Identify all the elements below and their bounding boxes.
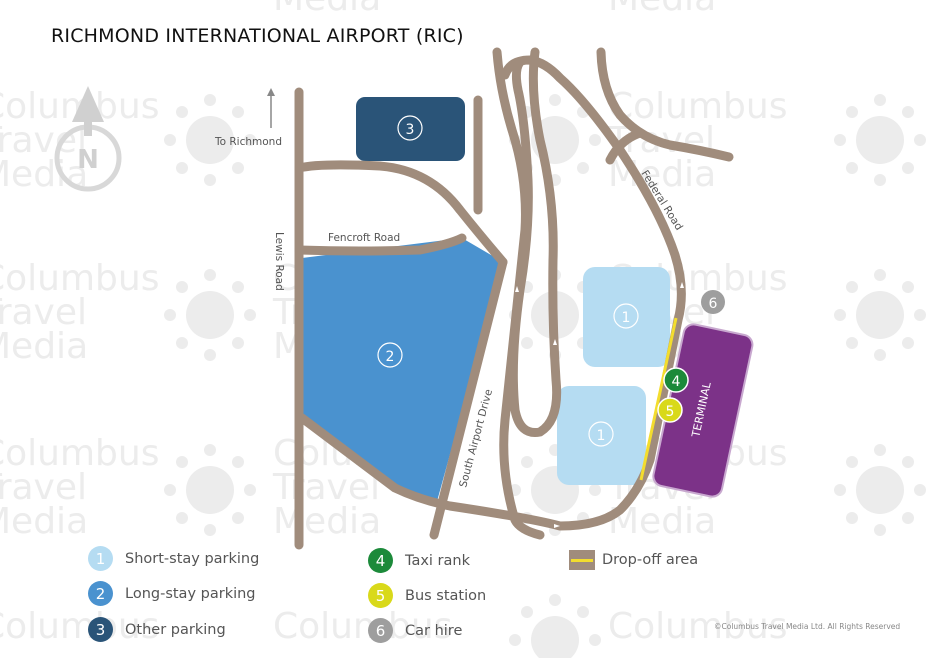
svg-text:2: 2 — [386, 349, 395, 365]
legend-dot-5: 5 — [368, 583, 393, 608]
svg-text:5: 5 — [666, 404, 675, 420]
svg-text:Media: Media — [0, 154, 88, 195]
bus-station-marker: 5 — [657, 397, 683, 423]
svg-text:1: 1 — [597, 428, 606, 444]
one-way-arrow-icons — [515, 88, 684, 528]
legend-label: Taxi rank — [405, 552, 470, 569]
up-arrow-icon — [267, 88, 275, 128]
svg-text:6: 6 — [709, 296, 718, 312]
svg-text:1: 1 — [622, 310, 631, 326]
map-title: RICHMOND INTERNATIONAL AIRPORT (RIC) — [51, 25, 464, 47]
legend-label: Bus station — [405, 587, 487, 604]
legend-dot-2: 2 — [88, 581, 113, 606]
taxi-rank-marker: 4 — [663, 367, 689, 393]
legend-dot-3: 3 — [88, 617, 113, 642]
legend-item-other-parking: 3 Other parking — [88, 617, 226, 642]
legend-label: Drop-off area — [602, 552, 699, 568]
svg-text:Travel: Travel — [0, 467, 87, 508]
fencroft-road-label: Fencroft Road — [328, 232, 400, 244]
svg-text:Media: Media — [608, 0, 716, 19]
short-stay-parking-area-north — [583, 267, 670, 367]
svg-text:Columbus: Columbus — [0, 258, 159, 299]
legend-dot-6: 6 — [368, 618, 393, 643]
car-hire-marker: 6 — [701, 290, 725, 314]
svg-text:3: 3 — [406, 122, 415, 138]
legend-item-drop-off: Drop-off area — [569, 550, 698, 570]
copyright-notice: ©Columbus Travel Media Ltd. All Rights R… — [714, 622, 901, 631]
to-richmond-label: To Richmond — [214, 136, 282, 148]
drop-off-swatch-icon — [569, 550, 595, 570]
legend-label: Long-stay parking — [125, 585, 256, 602]
svg-text:4: 4 — [672, 374, 681, 390]
svg-text:Columbus: Columbus — [608, 606, 787, 647]
svg-text:Columbus: Columbus — [273, 606, 452, 647]
road-network — [294, 47, 734, 550]
drop-off-area-line — [639, 317, 678, 481]
legend-item-short-stay: 1 Short-stay parking — [88, 546, 259, 571]
legend-dot-1: 1 — [88, 546, 113, 571]
svg-text:Travel: Travel — [0, 120, 87, 161]
parking-2-marker: 2 — [377, 342, 403, 368]
legend-item-car-hire: 6 Car hire — [368, 618, 462, 643]
long-stay-parking-area — [302, 238, 503, 505]
compass-n-label: N — [77, 145, 99, 175]
svg-text:Travel: Travel — [272, 467, 380, 508]
other-parking-area — [356, 97, 465, 161]
parking-1-marker-north: 1 — [613, 303, 639, 329]
svg-text:Media: Media — [273, 0, 381, 19]
legend-label: Short-stay parking — [125, 550, 260, 567]
svg-text:Media: Media — [0, 326, 88, 367]
legend-dot-4: 4 — [368, 548, 393, 573]
svg-text:Columbus: Columbus — [0, 433, 159, 474]
legend-item-long-stay: 2 Long-stay parking — [88, 581, 256, 606]
lewis-road-label: Lewis Road — [273, 232, 285, 291]
svg-text:Media: Media — [273, 501, 381, 542]
parking-1-marker-south: 1 — [588, 421, 614, 447]
parking-3-marker: 3 — [397, 115, 423, 141]
legend-label: Car hire — [405, 622, 463, 639]
legend-item-taxi-rank: 4 Taxi rank — [368, 548, 470, 573]
svg-text:Columbus: Columbus — [608, 86, 787, 127]
legend-label: Other parking — [125, 621, 226, 638]
short-stay-parking-area-south — [557, 386, 646, 485]
north-compass-icon: N — [54, 86, 122, 192]
svg-text:Media: Media — [0, 501, 88, 542]
legend-item-bus-station: 5 Bus station — [368, 583, 486, 608]
svg-text:Columbus: Columbus — [0, 606, 159, 647]
svg-text:Travel: Travel — [0, 292, 87, 333]
